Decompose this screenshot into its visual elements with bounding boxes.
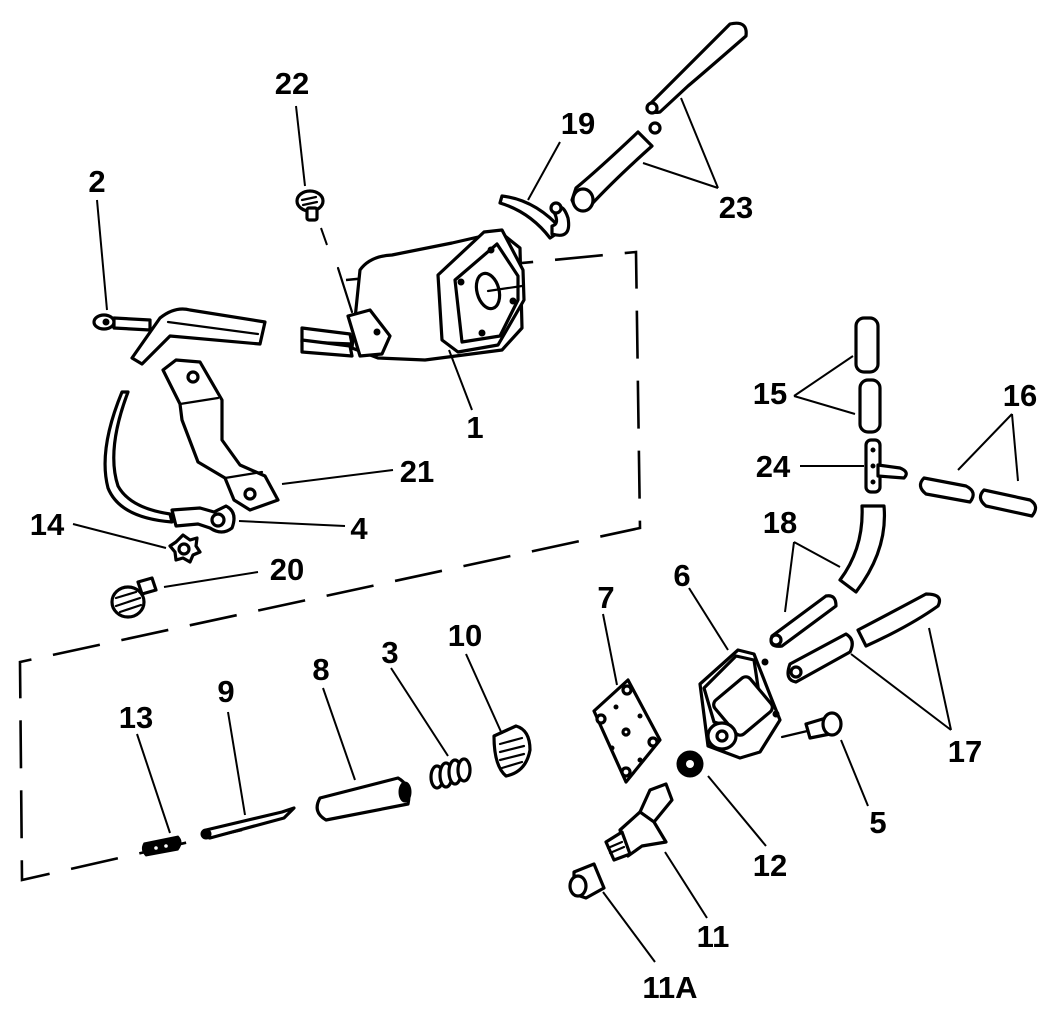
part-10-filter — [492, 724, 532, 778]
leader-line-11 — [664, 851, 708, 919]
callout-leaders — [72, 97, 1019, 963]
leader-line-15 — [793, 395, 856, 415]
callout-label-20: 20 — [270, 552, 304, 587]
callout-label-8: 8 — [312, 652, 329, 687]
leader-line-9 — [227, 711, 246, 816]
leader-line-19 — [527, 141, 561, 201]
callout-label-24: 24 — [756, 449, 791, 484]
part-8-sleeve — [315, 776, 412, 822]
part-15-hoses — [854, 316, 882, 434]
callout-label-21: 21 — [400, 454, 434, 489]
part-23-hose-upper — [570, 21, 748, 213]
part-3-spring — [429, 757, 472, 790]
part-20-screw — [110, 576, 158, 619]
part-21-bracket — [161, 358, 280, 512]
callout-label-7: 7 — [597, 580, 614, 615]
part-19-clamp — [498, 194, 571, 240]
leader-line-7 — [602, 613, 618, 686]
assembly-dashed-boundary — [18, 250, 642, 882]
leader-line-3 — [390, 667, 449, 757]
leader-line-15 — [793, 355, 854, 397]
part-1-pump-body — [300, 228, 526, 362]
part-11A-cap — [568, 862, 606, 900]
callout-label-3: 3 — [381, 635, 398, 670]
callout-label-18: 18 — [763, 505, 797, 540]
callout-label-1: 1 — [466, 410, 483, 445]
part-5-screw — [780, 711, 843, 740]
leader-line-2 — [96, 199, 108, 311]
callout-label-2: 2 — [88, 164, 105, 199]
callout-label-11: 11 — [697, 919, 730, 954]
callout-label-4: 4 — [350, 511, 368, 546]
leader-line-13 — [136, 733, 171, 834]
part-16-hoses — [918, 476, 1038, 518]
leader-line-22 — [295, 105, 306, 187]
leader-line-20 — [163, 571, 259, 588]
leader-line-16 — [957, 413, 1013, 471]
leader-line-11a — [602, 891, 656, 963]
assembly-outline — [18, 250, 642, 882]
leader-line-4 — [238, 520, 346, 527]
callout-label-22: 22 — [275, 66, 309, 101]
callout-label-10: 10 — [448, 618, 482, 653]
callout-label-12: 12 — [753, 848, 787, 883]
leader-line-23 — [642, 162, 719, 189]
callout-label-11a: 11A — [642, 970, 697, 1005]
callout-label-15: 15 — [753, 376, 787, 411]
part-24-tee — [864, 438, 908, 494]
callout-label-13: 13 — [119, 700, 153, 735]
leader-line-21 — [281, 469, 394, 485]
callout-label-19: 19 — [561, 106, 595, 141]
part-4-ground-lead — [103, 390, 236, 534]
leader-line-8 — [322, 687, 356, 781]
part-11-fitting — [604, 782, 674, 862]
leader-line-12 — [707, 775, 767, 847]
part-22-screw — [295, 189, 328, 246]
part-14-lock-washer — [168, 533, 202, 564]
callout-label-6: 6 — [673, 558, 690, 593]
part-2-wire-lead — [92, 307, 267, 366]
leader-line-16 — [1011, 413, 1019, 482]
screw-axis-dash — [320, 227, 328, 246]
part-17-hoses — [786, 592, 942, 684]
part-7-plate — [592, 678, 662, 784]
leader-line-23 — [680, 97, 719, 189]
leader-line-18 — [784, 541, 795, 613]
leader-line-1 — [448, 349, 473, 411]
leader-line-5 — [840, 739, 869, 807]
leader-line-17 — [928, 627, 952, 731]
callout-label-5: 5 — [869, 805, 886, 840]
part-18-hoses — [769, 504, 887, 648]
part-13-set-screw — [141, 835, 182, 857]
part-9-pin — [200, 806, 296, 840]
callout-label-9: 9 — [217, 674, 234, 709]
callout-label-17: 17 — [948, 734, 982, 769]
leader-line-14 — [72, 523, 167, 549]
callout-label-23: 23 — [719, 190, 753, 225]
leader-line-10 — [465, 653, 503, 735]
leader-line-6 — [688, 587, 729, 651]
callout-label-14: 14 — [30, 507, 65, 542]
part-6-housing — [698, 648, 782, 760]
leader-line-18 — [793, 541, 841, 568]
callout-label-16: 16 — [1003, 378, 1037, 413]
leader-line-17 — [850, 653, 952, 731]
part-12-washer — [676, 750, 704, 778]
